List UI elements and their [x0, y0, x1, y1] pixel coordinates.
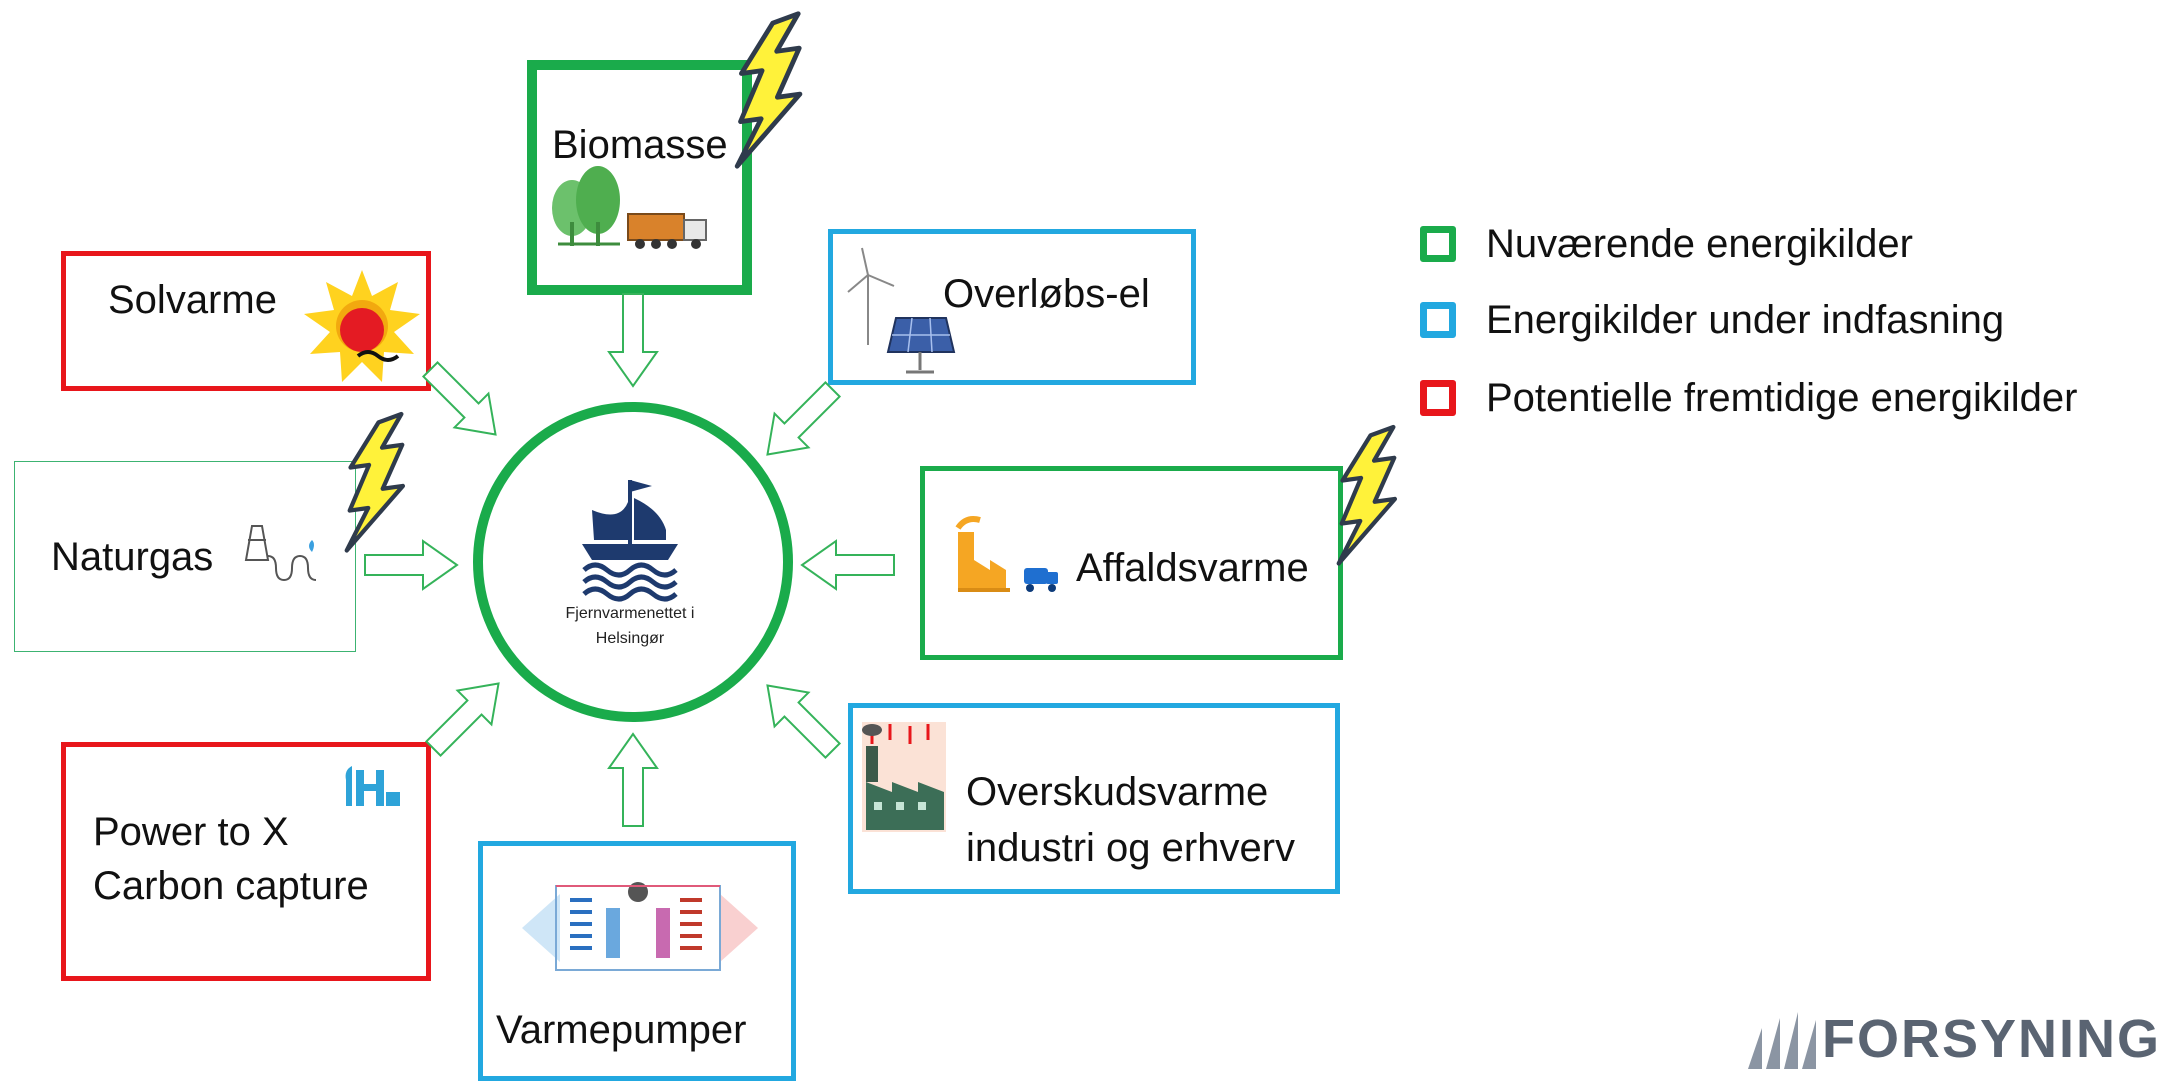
legend-item-potential: Potentielle fremtidige energikilder — [1420, 374, 2077, 422]
overskud-label-line1: Overskudsvarme — [966, 770, 1269, 814]
sun-icon — [304, 270, 420, 382]
varmepumper-box — [478, 841, 796, 1081]
power-box — [61, 742, 431, 981]
center-label: Fjernvarmenettet i Helsingør — [520, 602, 740, 652]
power-label-line2: Carbon capture — [93, 864, 369, 908]
legend-swatch-current — [1420, 226, 1456, 262]
legend-label-potential: Potentielle fremtidige energikilder — [1486, 375, 2078, 420]
lightning-naturgas-icon — [329, 414, 419, 550]
arrow-biomasse — [608, 293, 658, 387]
district-heating-circle — [473, 402, 793, 722]
naturgas-label: Naturgas — [51, 535, 214, 579]
heat-pump-diagram-icon — [522, 882, 758, 971]
gas-pipeline-icon — [244, 525, 317, 582]
power-label-line1: Power to X — [93, 810, 289, 854]
overlobs-label: Overløbs-el — [943, 272, 1150, 316]
varmepumper-label: Varmepumper — [496, 1008, 747, 1052]
forsyning-logo-text: FORSYNING — [1822, 1009, 2162, 1069]
hydrogen-icon — [345, 766, 400, 806]
arrow-naturgas — [364, 540, 458, 590]
forsyning-logo-mark — [1748, 1012, 1816, 1069]
legend-swatch-phasing-in — [1420, 302, 1456, 338]
affald-label: Affaldsvarme — [1076, 546, 1309, 590]
truck-icon — [627, 213, 707, 249]
center-label-line1: Fjernvarmenettet i — [565, 605, 695, 622]
arrow-overskud — [749, 667, 851, 769]
legend-item-current: Nuværende energikilder — [1420, 220, 1913, 268]
center-label-line2: Helsingør — [595, 629, 665, 647]
legend-label-phasing-in: Energikilder under indfasning — [1486, 297, 2005, 342]
overlobs-box — [828, 229, 1196, 385]
garbage-truck-icon — [1024, 568, 1058, 592]
legend-swatch-potential — [1420, 380, 1456, 416]
lightning-affald-icon — [1321, 427, 1411, 563]
wind-turbine-icon — [847, 247, 895, 345]
lightning-biomasse-icon — [717, 14, 818, 166]
arrow-power — [415, 665, 517, 767]
arrow-solvarme — [412, 351, 514, 453]
incinerator-icon — [955, 516, 1010, 592]
solar-panel-icon — [886, 317, 956, 374]
solvarme-label: Solvarme — [108, 278, 277, 322]
arrow-affald — [801, 540, 895, 590]
arrow-overlobs — [749, 371, 851, 473]
arrow-varmepumper — [608, 733, 658, 827]
biomasse-box — [527, 60, 752, 295]
helsingor-ship-logo — [582, 480, 678, 602]
biomasse-label: Biomasse — [552, 123, 728, 167]
legend-label-current: Nuværende energikilder — [1486, 221, 1913, 266]
legend-item-phasing-in: Energikilder under indfasning — [1420, 296, 2004, 344]
factory-heat-icon — [862, 722, 946, 832]
trees-icon — [552, 166, 620, 246]
overskud-label-line2: industri og erhverv — [966, 826, 1296, 870]
